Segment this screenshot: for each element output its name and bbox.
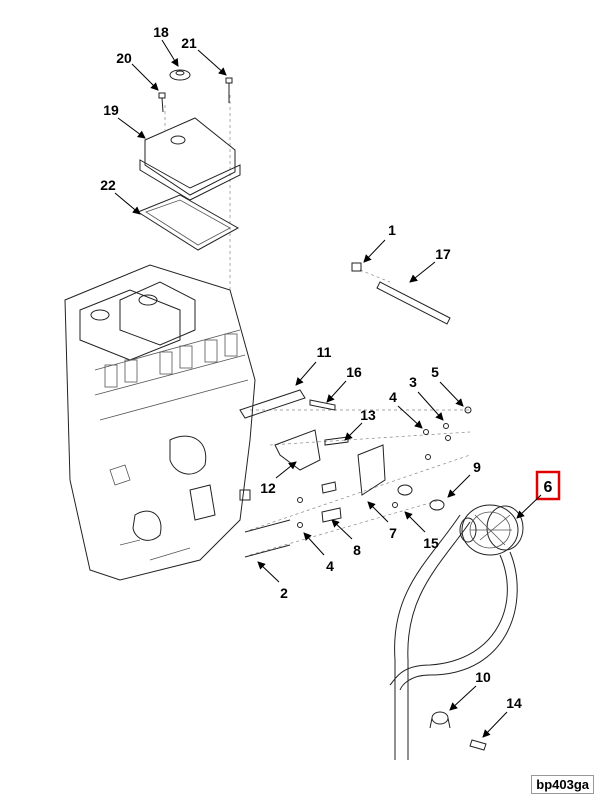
callout-12[interactable]: 12 (260, 461, 297, 496)
clamp-10 (429, 711, 451, 729)
valve-cover-19 (139, 117, 241, 201)
alignment-lines (164, 95, 471, 556)
svg-text:14: 14 (506, 695, 522, 711)
svg-text:13: 13 (360, 407, 376, 423)
callout-14[interactable]: 14 (482, 695, 522, 738)
svg-text:16: 16 (346, 364, 362, 380)
callout-6[interactable]: 6 (516, 470, 561, 519)
isolator-18 (169, 69, 191, 81)
svg-text:4: 4 (389, 389, 397, 405)
screw-21 (225, 77, 233, 103)
hoses (389, 514, 518, 760)
svg-text:21: 21 (181, 35, 197, 51)
callout-3[interactable]: 3 (409, 374, 444, 421)
svg-text:17: 17 (435, 246, 451, 262)
bolt-13 (324, 436, 349, 446)
svg-text:18: 18 (153, 24, 169, 40)
callout-9[interactable]: 9 (447, 459, 481, 498)
callout-13[interactable]: 13 (344, 407, 376, 441)
callout-10[interactable]: 10 (449, 669, 491, 711)
small-parts (239, 262, 472, 558)
callout-11[interactable]: 11 (295, 344, 332, 386)
callout-5[interactable]: 5 (431, 364, 464, 407)
svg-text:11: 11 (317, 344, 332, 360)
bracket-12 (274, 429, 321, 471)
svg-text:15: 15 (423, 535, 439, 551)
callout-1[interactable]: 1 (363, 222, 396, 263)
svg-text:3: 3 (409, 374, 417, 390)
svg-text:1: 1 (388, 222, 396, 238)
svg-text:7: 7 (389, 525, 397, 541)
figure-id-label: bp403ga (531, 775, 594, 794)
svg-text:9: 9 (473, 459, 481, 475)
clip-1 (351, 262, 362, 272)
callout-22[interactable]: 22 (100, 177, 141, 215)
callout-16[interactable]: 16 (326, 364, 362, 403)
bolt-2 (244, 544, 291, 558)
screw-14 (469, 739, 487, 751)
bracket-7 (357, 444, 386, 496)
screw-20 (158, 92, 166, 113)
highlight-box (535, 470, 561, 501)
washers-3-4-5 (297, 406, 472, 528)
callout-20[interactable]: 20 (116, 50, 159, 91)
callout-17[interactable]: 17 (409, 246, 451, 283)
svg-text:8: 8 (353, 542, 361, 558)
svg-text:20: 20 (116, 50, 132, 66)
callout-7[interactable]: 7 (367, 501, 397, 541)
gasket-22 (136, 194, 240, 251)
callout-4-upper[interactable]: 4 (389, 389, 423, 429)
callout-4-lower[interactable]: 4 (303, 532, 334, 574)
bolt-16 (309, 399, 336, 411)
spacer-8 (321, 507, 342, 523)
tube-17 (376, 281, 451, 325)
callout-2[interactable]: 2 (257, 561, 288, 601)
callout-18[interactable]: 18 (153, 24, 179, 67)
svg-text:5: 5 (431, 364, 439, 380)
callout-15[interactable]: 15 (404, 511, 439, 551)
engine-block (64, 264, 256, 581)
svg-text:22: 22 (100, 177, 116, 193)
svg-text:19: 19 (103, 102, 119, 118)
callout-8[interactable]: 8 (331, 519, 361, 558)
svg-text:10: 10 (475, 669, 491, 685)
svg-text:4: 4 (326, 558, 334, 574)
pump-6 (459, 504, 524, 556)
callout-21[interactable]: 21 (181, 35, 227, 76)
svg-text:12: 12 (260, 480, 276, 496)
svg-text:2: 2 (280, 585, 288, 601)
callout-19[interactable]: 19 (103, 102, 146, 139)
bracket-11 (239, 389, 306, 419)
svg-text:6: 6 (544, 479, 553, 496)
clamp-9 (429, 499, 445, 511)
